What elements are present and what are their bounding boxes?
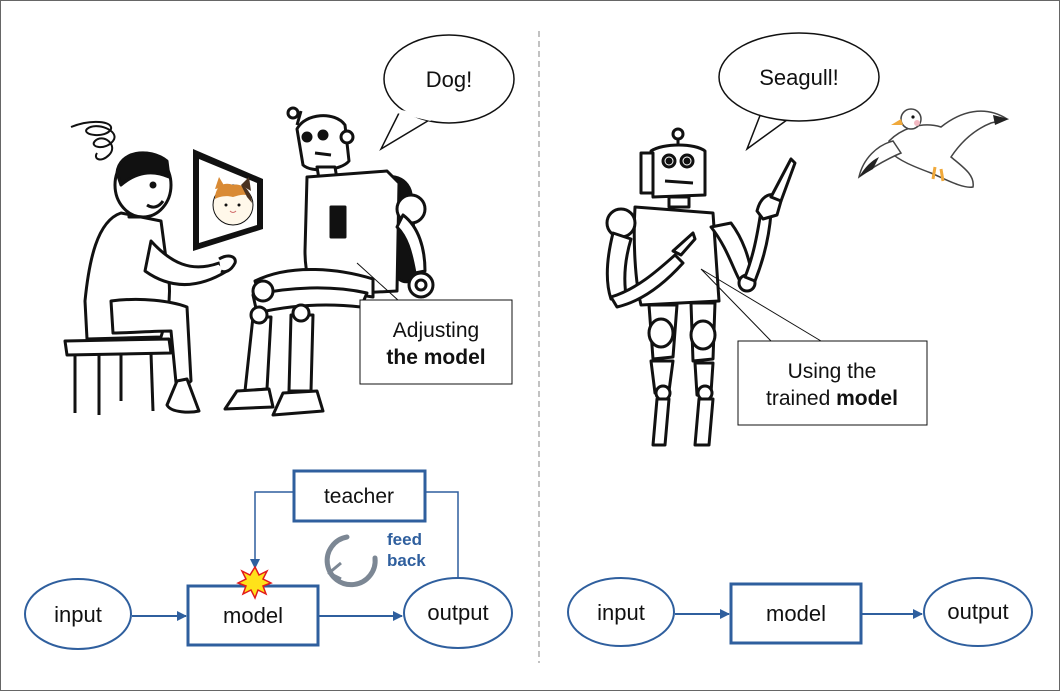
model-node	[186, 584, 320, 647]
teacher-node	[292, 469, 427, 523]
model-label-right: model	[766, 601, 826, 626]
speech-bubble-seagull: Seagull!	[718, 32, 880, 152]
output-label-right: output	[947, 599, 1008, 624]
model-label: model	[223, 603, 283, 628]
callout-text-line1-right: Using the	[788, 360, 877, 383]
teacher-label: teacher	[324, 485, 394, 508]
callout-text-line2: the model	[386, 346, 485, 369]
confusion-scribble-icon	[70, 121, 116, 161]
tablet-with-cat-image	[193, 149, 263, 251]
teacher-person	[63, 151, 237, 415]
line-output-to-teacher	[426, 491, 459, 578]
inference-diagram: input model output	[567, 577, 1033, 647]
feedback-label-line1: feed	[387, 530, 422, 549]
feedback-cycle-icon	[324, 534, 378, 588]
input-label-right: input	[597, 600, 645, 625]
trained-robot	[605, 127, 797, 447]
update-burst-icon	[236, 565, 273, 600]
left-illustration: Dog! Adjusting the model	[63, 34, 515, 417]
input-label: input	[54, 602, 102, 627]
speech-text-seagull: Seagull!	[759, 65, 839, 90]
output-label: output	[427, 600, 488, 625]
callout-text-line2-right: trained model	[766, 387, 898, 410]
right-illustration: Seagull! Using the trained model	[605, 32, 1009, 447]
callout-using-trained-model: Using the trained model	[700, 268, 928, 426]
model-node-right	[729, 582, 863, 645]
training-diagram: input model output teacher feed back	[24, 469, 513, 650]
cat-icon	[212, 177, 254, 226]
arrow-teacher-to-model	[250, 491, 294, 569]
speech-text-dog: Dog!	[426, 67, 472, 92]
input-node	[24, 578, 132, 650]
callout-adjusting-model: Adjusting the model	[356, 262, 513, 385]
input-node-right	[567, 577, 675, 647]
callout-text-line1: Adjusting	[393, 319, 479, 342]
feedback-label-line2: back	[387, 551, 426, 570]
output-node-right	[923, 577, 1033, 647]
learning-robot	[223, 106, 435, 417]
seagull-icon	[857, 108, 1009, 188]
speech-bubble-dog: Dog!	[379, 34, 515, 151]
